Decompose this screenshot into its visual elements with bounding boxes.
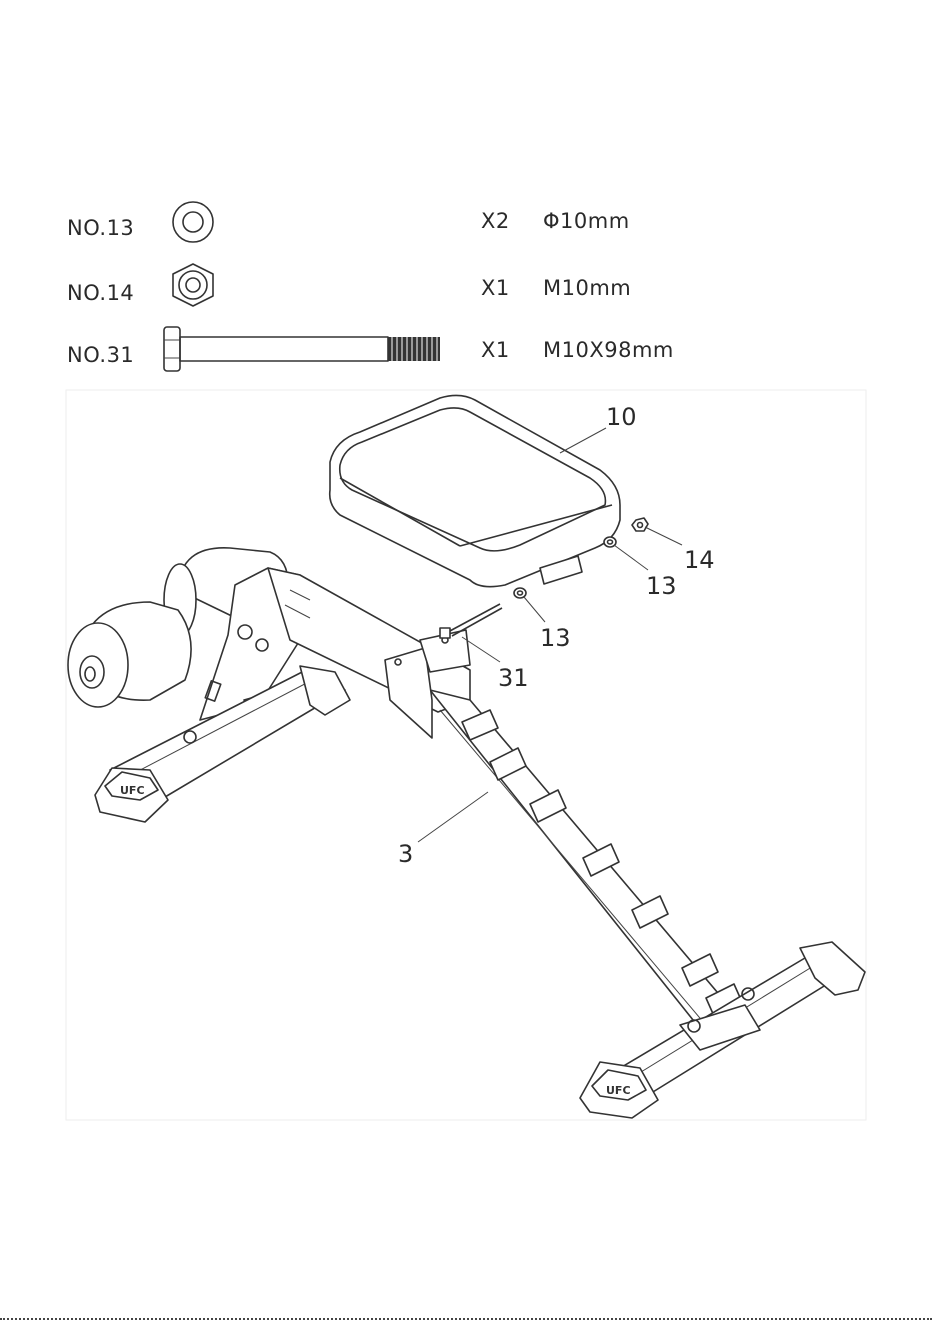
bolt-31 <box>440 604 502 638</box>
callout-main-frame: 3 <box>398 840 413 868</box>
callout-washer-left: 13 <box>540 624 571 652</box>
page-bottom-rule <box>0 1318 932 1320</box>
callout-bolt: 31 <box>498 664 529 692</box>
callout-washer-right: 13 <box>646 572 677 600</box>
washer-icon <box>173 202 213 242</box>
rear-base: UFC <box>580 942 865 1118</box>
foot-logo-front: UFC <box>120 784 145 797</box>
callout-nut: 14 <box>684 546 715 574</box>
callout-seat-pad: 10 <box>606 403 637 431</box>
hex-nut-icon <box>173 264 213 306</box>
main-frame <box>268 568 745 1035</box>
nut-14 <box>632 518 648 531</box>
washer-13-left <box>514 588 526 598</box>
hex-bolt-icon <box>164 327 440 371</box>
seat-pad <box>330 395 620 586</box>
foot-logo-rear: UFC <box>606 1084 631 1097</box>
